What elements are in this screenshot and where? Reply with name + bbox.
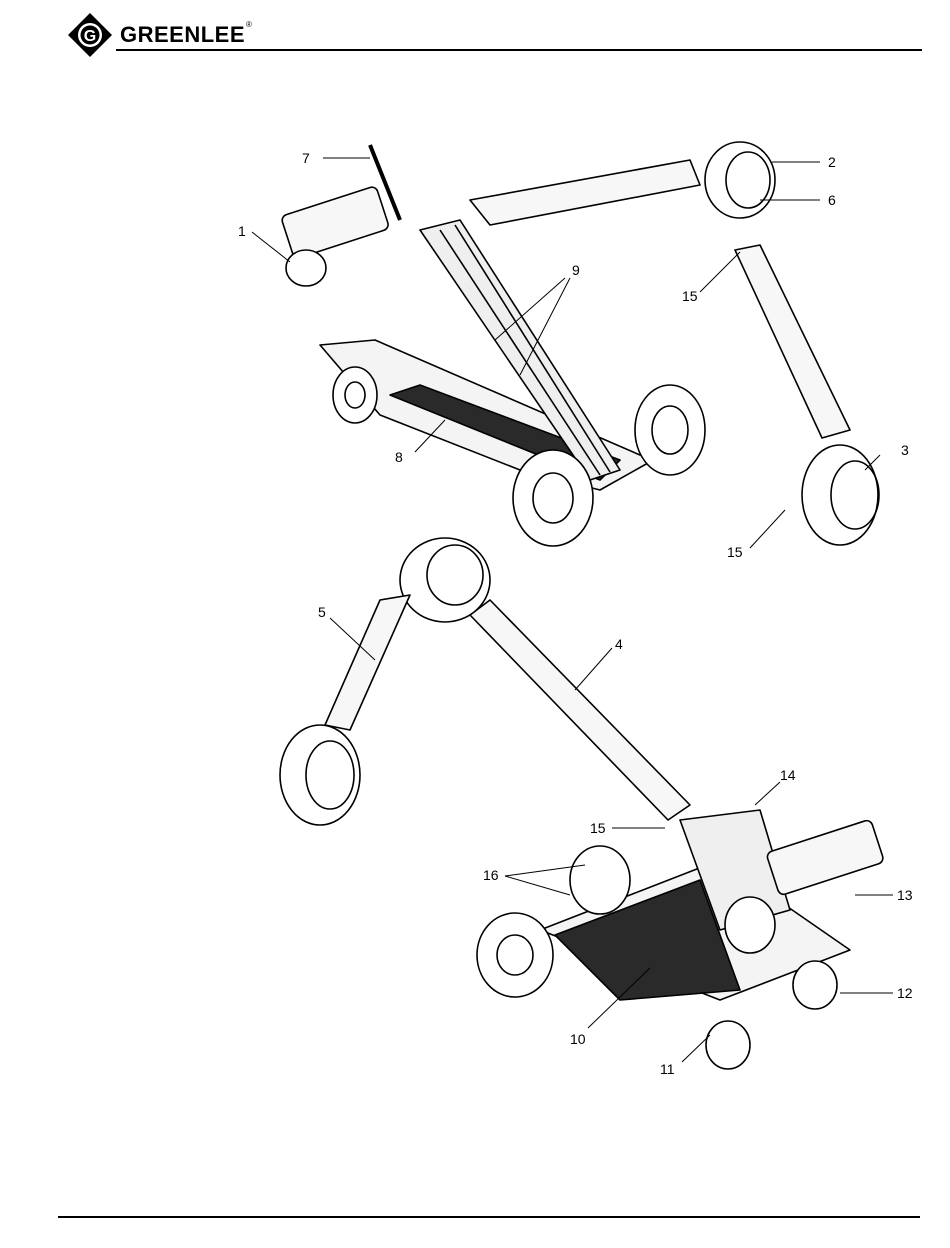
footer-rule	[58, 1216, 920, 1218]
callout-11: 11	[660, 1061, 675, 1077]
callout-14: 14	[780, 767, 796, 783]
callout-3: 3	[901, 442, 909, 458]
callout-5: 5	[318, 604, 326, 620]
callout-1: 1	[238, 223, 246, 239]
callout-13: 13	[897, 887, 913, 903]
upper-assembly	[281, 142, 879, 546]
callout-4: 4	[615, 636, 623, 652]
callout-10: 10	[570, 1031, 586, 1047]
lower-assembly	[280, 538, 884, 1069]
callout-15-top: 15	[682, 288, 698, 304]
callout-9: 9	[572, 262, 580, 278]
callout-12: 12	[897, 985, 913, 1001]
callout-15-right: 15	[727, 544, 743, 560]
callout-7: 7	[302, 150, 310, 166]
callout-2: 2	[828, 154, 836, 170]
callout-8: 8	[395, 449, 403, 465]
callout-6: 6	[828, 192, 836, 208]
callout-16: 16	[483, 867, 499, 883]
callout-15-lower: 15	[590, 820, 606, 836]
